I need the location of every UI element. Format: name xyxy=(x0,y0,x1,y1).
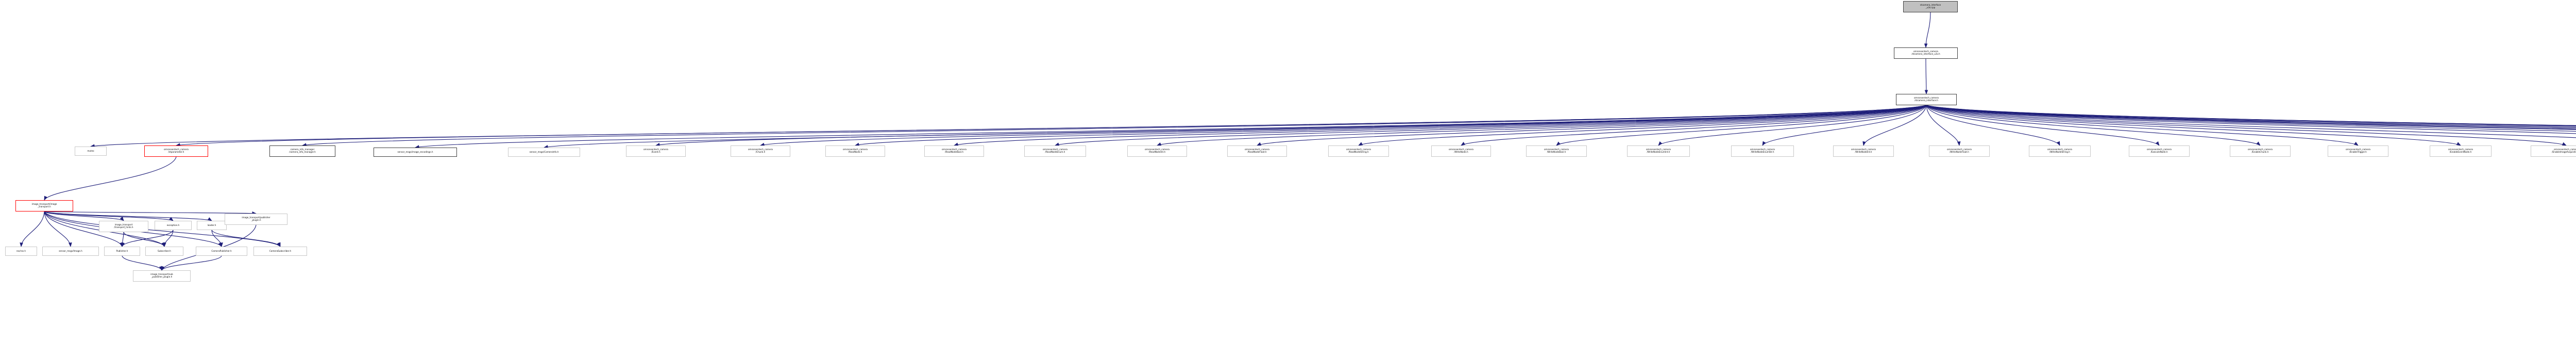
graph-node-n16[interactable]: omronsentech_camera /WriteNode.h xyxy=(1431,145,1491,157)
graph-edge-n2-to-n10 xyxy=(854,105,1927,146)
graph-edge-n2-to-n21 xyxy=(1926,105,1961,146)
graph-edge-n2-to-n15 xyxy=(1358,105,1927,146)
graph-edge-n2-to-n16 xyxy=(1461,105,1927,146)
graph-edge-n2-to-n38 xyxy=(1926,105,2576,126)
graph-edge-n2-to-n29 xyxy=(1926,105,2576,134)
graph-node-n48[interactable]: CameraSubscriber.h xyxy=(253,247,307,256)
graph-node-n26[interactable]: omronsentech_camera /EnableEventNode.h xyxy=(2430,145,2492,157)
graph-edge-n2-to-n36 xyxy=(1926,105,2576,126)
graph-node-n3[interactable]: mutex xyxy=(75,146,107,156)
graph-node-n50[interactable]: image_transport/sub _publisher_plugin.h xyxy=(133,270,191,282)
graph-edge-n2-to-n14 xyxy=(1256,105,1927,146)
graph-edge-n46-to-n47 xyxy=(211,230,223,248)
graph-edge-n2-to-n20 xyxy=(1862,105,1927,146)
graph-edge-n2-to-n7 xyxy=(543,105,1927,149)
graph-edge-n44-to-n42 xyxy=(120,232,124,248)
graph-node-n47[interactable]: CameraPublisher.h xyxy=(196,247,247,256)
graph-edge-n2-to-n24 xyxy=(1926,105,2261,146)
graph-node-n49[interactable]: image_transport/publisher _plugin.h xyxy=(225,214,287,225)
graph-edge-n2-to-n31 xyxy=(1926,105,2576,130)
graph-node-n0[interactable]: stcamera_interface _u3v.cpp xyxy=(1903,1,1958,12)
graph-edge-n2-to-n11 xyxy=(953,105,1927,146)
graph-edge-n46-to-n48 xyxy=(211,230,281,248)
graph-node-n11[interactable]: omronsentech_camera /ReadNodeBool.h xyxy=(924,145,984,157)
graph-edge-n2-to-n30 xyxy=(1926,105,2576,132)
graph-edge-n2-to-n22 xyxy=(1926,105,2060,146)
graph-edge-n39-to-n45 xyxy=(44,211,174,221)
graph-edge-n39-to-n41 xyxy=(44,211,72,248)
graph-edge-n2-to-n34 xyxy=(1926,105,2576,127)
graph-node-n41[interactable]: sensor_msgs/Image.h xyxy=(42,247,99,256)
graph-node-n4[interactable]: omronsentech_camera /stparameter.h xyxy=(144,145,208,157)
graph-node-n24[interactable]: omronsentech_camera /EnableChunk.h xyxy=(2230,145,2291,157)
graph-edge-n2-to-n35 xyxy=(1926,105,2576,126)
graph-edge-n2-to-n3 xyxy=(90,105,1927,148)
graph-node-n27[interactable]: omronsentech_camera /EnableImageAcquisit… xyxy=(2531,145,2576,157)
graph-edge-n2-to-n5 xyxy=(301,105,1927,146)
graph-node-n1[interactable]: omronsentech_camera /stcamera_interface_… xyxy=(1894,47,1958,59)
graph-node-n20[interactable]: omronsentech_camera /WriteNodeInt.h xyxy=(1833,145,1894,157)
graph-edge-n42-to-n50 xyxy=(122,255,163,271)
graph-node-n46[interactable]: loader.h xyxy=(197,221,227,230)
graph-node-n19[interactable]: omronsentech_camera /WriteNodeEnumStr.h xyxy=(1731,145,1794,157)
graph-edge-n2-to-n27 xyxy=(1926,105,2567,146)
graph-edge-n2-to-n12 xyxy=(1054,105,1927,146)
graph-edge-n44-to-n43 xyxy=(123,232,165,248)
graph-node-n7[interactable]: sensor_msgs/CameraInfo.h xyxy=(508,148,580,157)
graph-node-n25[interactable]: omronsentech_camera /EnableTrigger.h xyxy=(2328,145,2388,157)
graph-edge-n39-to-n44 xyxy=(44,211,124,221)
graph-edge-n2-to-n37 xyxy=(1926,105,2576,127)
graph-node-n2[interactable]: omronsentech_camera /stcamera_interface.… xyxy=(1896,94,1957,105)
graph-node-n45[interactable]: exception.h xyxy=(155,221,192,230)
graph-edge-n2-to-n8 xyxy=(655,105,1927,146)
graph-node-n14[interactable]: omronsentech_camera /ReadNodeFloat.h xyxy=(1227,145,1287,157)
graph-node-n40[interactable]: ros/ros.h xyxy=(5,247,37,256)
graph-node-n15[interactable]: omronsentech_camera /ReadNodeString.h xyxy=(1328,145,1389,157)
graph-edge-n2-to-n23 xyxy=(1926,105,2160,146)
graph-edge-n2-to-n17 xyxy=(1556,105,1927,146)
graph-edge-n2-to-n6 xyxy=(414,105,1927,149)
graph-node-n23[interactable]: omronsentech_camera /ExecuteNode.h xyxy=(2129,145,2190,157)
graph-node-n5[interactable]: camera_info_manager /camera_info_manager… xyxy=(269,145,335,157)
graph-edge-n47-to-n50 xyxy=(161,255,222,271)
graph-edge-n39-to-n40 xyxy=(20,211,45,248)
graph-edge-n2-to-n28 xyxy=(1926,105,2576,138)
graph-node-n13[interactable]: omronsentech_camera /ReadNodeInt.h xyxy=(1127,145,1187,157)
graph-edge-n2-to-n13 xyxy=(1156,105,1927,146)
graph-node-n17[interactable]: omronsentech_camera /WriteNodeBool.h xyxy=(1526,145,1587,157)
graph-edge-n4-to-n39 xyxy=(44,156,177,201)
graph-edge-n39-to-n46 xyxy=(44,211,212,221)
graph-edge-n2-to-n25 xyxy=(1926,105,2359,146)
graph-edge-n0-to-n1 xyxy=(1924,12,1931,48)
graph-node-n44[interactable]: image_transport /transport_hints.h xyxy=(99,221,148,232)
graph-node-n43[interactable]: Subscriber.h xyxy=(145,247,183,256)
graph-edge-n2-to-n9 xyxy=(759,105,1927,146)
graph-node-n21[interactable]: omronsentech_camera /WriteNodeFloat.h xyxy=(1929,145,1990,157)
graph-edge-n2-to-n19 xyxy=(1762,105,1927,146)
graph-edge-n2-to-n32 xyxy=(1926,105,2576,129)
graph-node-n9[interactable]: omronsentech_camera /Chunk.h xyxy=(731,145,790,157)
graph-node-n18[interactable]: omronsentech_camera /WriteNodeEnumInt.h xyxy=(1627,145,1690,157)
graph-edge-n2-to-n33 xyxy=(1926,105,2576,128)
graph-edge-n2-to-n26 xyxy=(1926,105,2461,146)
graph-edge-n2-to-n4 xyxy=(175,105,1927,146)
graph-node-n22[interactable]: omronsentech_camera /WriteNodeString.h xyxy=(2029,145,2091,157)
graph-node-n12[interactable]: omronsentech_camera /ReadNodeEnum.h xyxy=(1024,145,1086,157)
graph-edge-n2-to-n18 xyxy=(1658,105,1927,146)
graph-node-n8[interactable]: omronsentech_camera /Event.h xyxy=(626,145,686,157)
graph-node-n39[interactable]: image_transport/image _transport.h xyxy=(15,200,73,211)
graph-node-n10[interactable]: omronsentech_camera /ReadNode.h xyxy=(825,145,885,157)
graph-node-n6[interactable]: sensor_msgs/image_encodings.h xyxy=(374,148,457,157)
graph-node-n42[interactable]: Publisher.h xyxy=(104,247,140,256)
graph-edge-n45-to-n43 xyxy=(163,230,174,248)
graph-edge-n45-to-n42 xyxy=(121,230,174,248)
